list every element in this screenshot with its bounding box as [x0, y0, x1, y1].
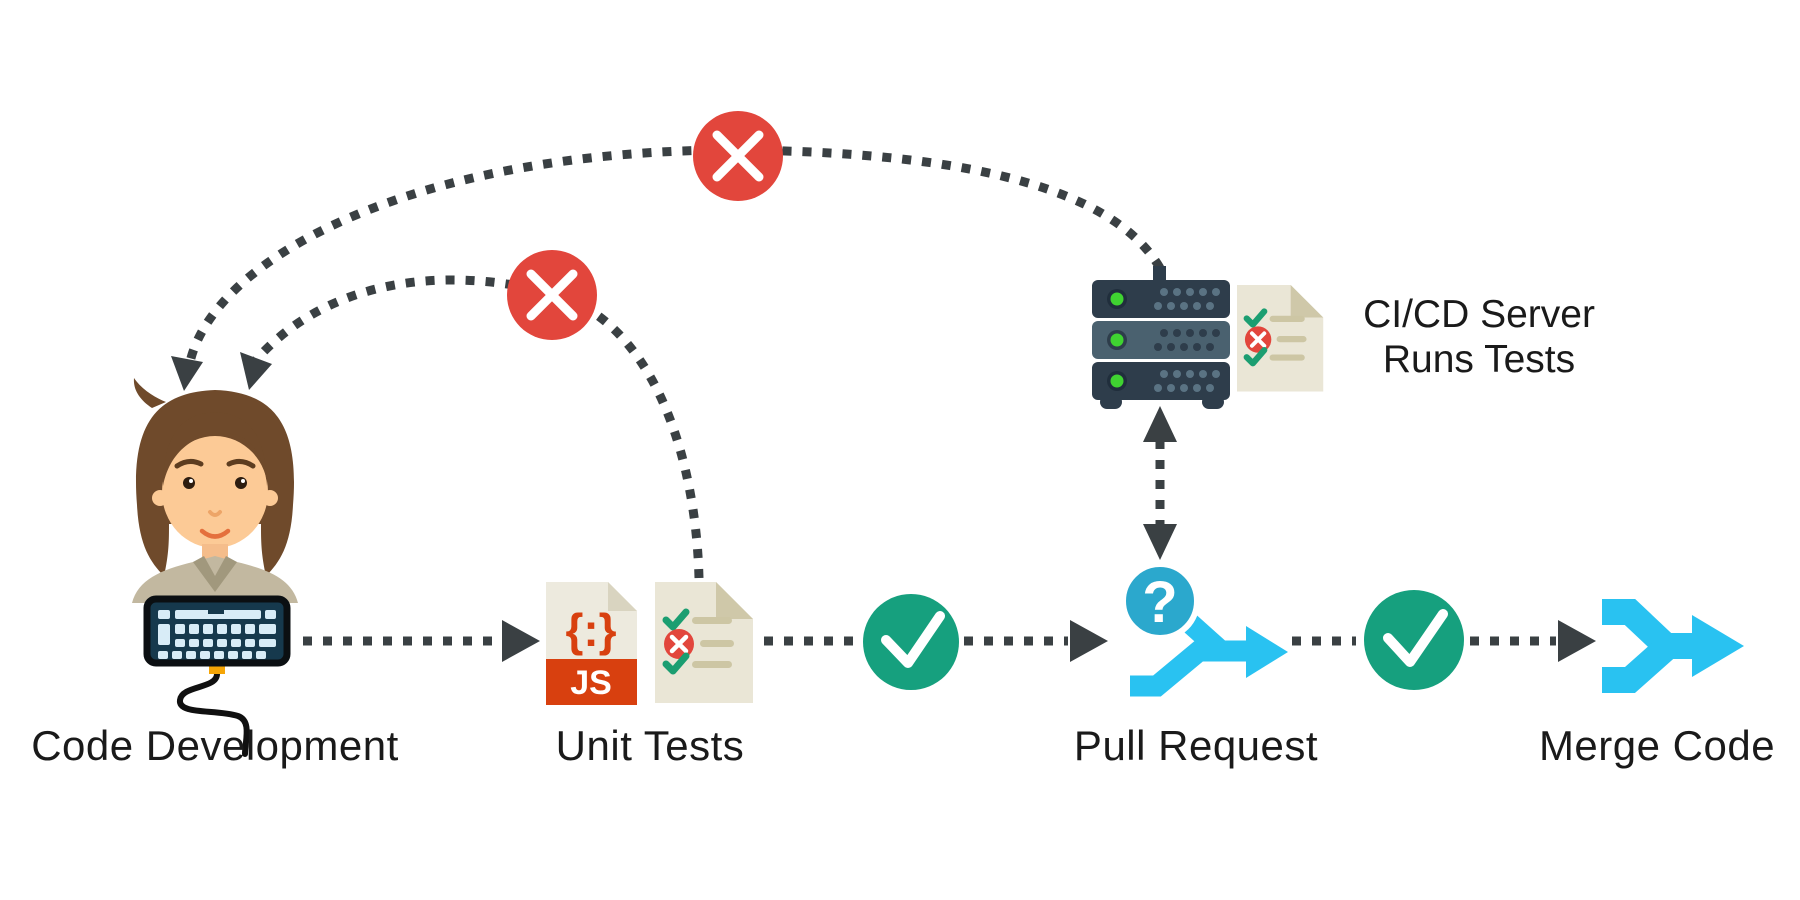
eye-glint	[189, 479, 193, 483]
fail-curve-unittests-to-dev	[252, 275, 704, 579]
question-circle	[1120, 561, 1200, 641]
arrowhead-right	[1558, 620, 1596, 662]
merge-branches	[1602, 599, 1698, 693]
label-code-development: Code Development	[31, 722, 399, 769]
unit-test-results-doc	[655, 582, 753, 703]
pass-check-circle	[863, 594, 959, 690]
arrowhead-right	[502, 620, 540, 662]
label-cicd-server-line1: CI/CD Server	[1363, 293, 1595, 336]
label-cicd-server: CI/CD Server Runs Tests	[1363, 292, 1595, 382]
keyboard-bar-notch	[208, 610, 224, 614]
label-cicd-server-line2: Runs Tests	[1382, 338, 1576, 381]
pass-check-circle	[1364, 590, 1464, 690]
js-file-icon: {:} JS	[546, 582, 637, 705]
fail-cross-circle	[693, 111, 783, 201]
led-light	[1110, 374, 1124, 388]
smile	[199, 528, 231, 539]
fail-cross-circle	[507, 250, 597, 340]
check-circle-bg	[1364, 590, 1464, 690]
keyboard-cable	[177, 671, 250, 757]
arrowhead-down	[1143, 524, 1177, 560]
merge-code-icon	[1602, 599, 1744, 693]
check-circle-bg	[863, 594, 959, 690]
server-antenna	[1153, 266, 1166, 284]
server-vent-dots	[1154, 288, 1220, 392]
keyboard-icon	[143, 595, 291, 757]
label-unit-tests: Unit Tests	[555, 722, 745, 769]
js-badge-text: JS	[570, 664, 612, 702]
hair-flick	[133, 378, 166, 408]
js-banner	[546, 659, 637, 705]
flow-connectors	[185, 145, 1556, 646]
eye-glint	[241, 479, 245, 483]
led-light	[1110, 292, 1124, 306]
label-merge-code: Merge Code	[1538, 722, 1776, 769]
pull-request-icon: ?	[1120, 561, 1288, 697]
arrowhead-up	[1143, 406, 1177, 442]
keyboard-plug	[209, 663, 225, 674]
fail-curve-server-to-dev	[185, 145, 1164, 364]
flow-arrowheads	[171, 352, 1596, 662]
eyebrows	[174, 458, 256, 469]
eye	[183, 477, 195, 489]
cross-icon	[526, 269, 578, 321]
js-braces-symbol: {:}	[565, 604, 616, 656]
pr-arrowhead	[1246, 626, 1288, 678]
label-pull-request: Pull Request	[1073, 722, 1319, 769]
arrowhead-right	[1070, 620, 1108, 662]
check-icon	[1383, 609, 1448, 667]
merge-arrowhead	[1692, 615, 1744, 677]
developer-avatar	[132, 378, 298, 603]
check-icon	[881, 611, 945, 668]
arrowhead-to-developer	[240, 352, 272, 390]
js-file-folded-corner	[608, 582, 637, 611]
nose	[208, 510, 222, 517]
hair-fringe	[163, 412, 267, 486]
shirt-collar	[193, 556, 237, 592]
cross-icon	[712, 130, 764, 182]
led-light	[1110, 333, 1124, 347]
question-mark: ?	[1142, 570, 1177, 635]
server-vent-dots	[1154, 329, 1220, 351]
cicd-server-icon	[1092, 266, 1230, 409]
keyboard-keys	[158, 610, 276, 659]
eye	[235, 477, 247, 489]
server-test-results-doc	[1237, 285, 1323, 391]
arrowhead-to-developer	[171, 356, 203, 391]
